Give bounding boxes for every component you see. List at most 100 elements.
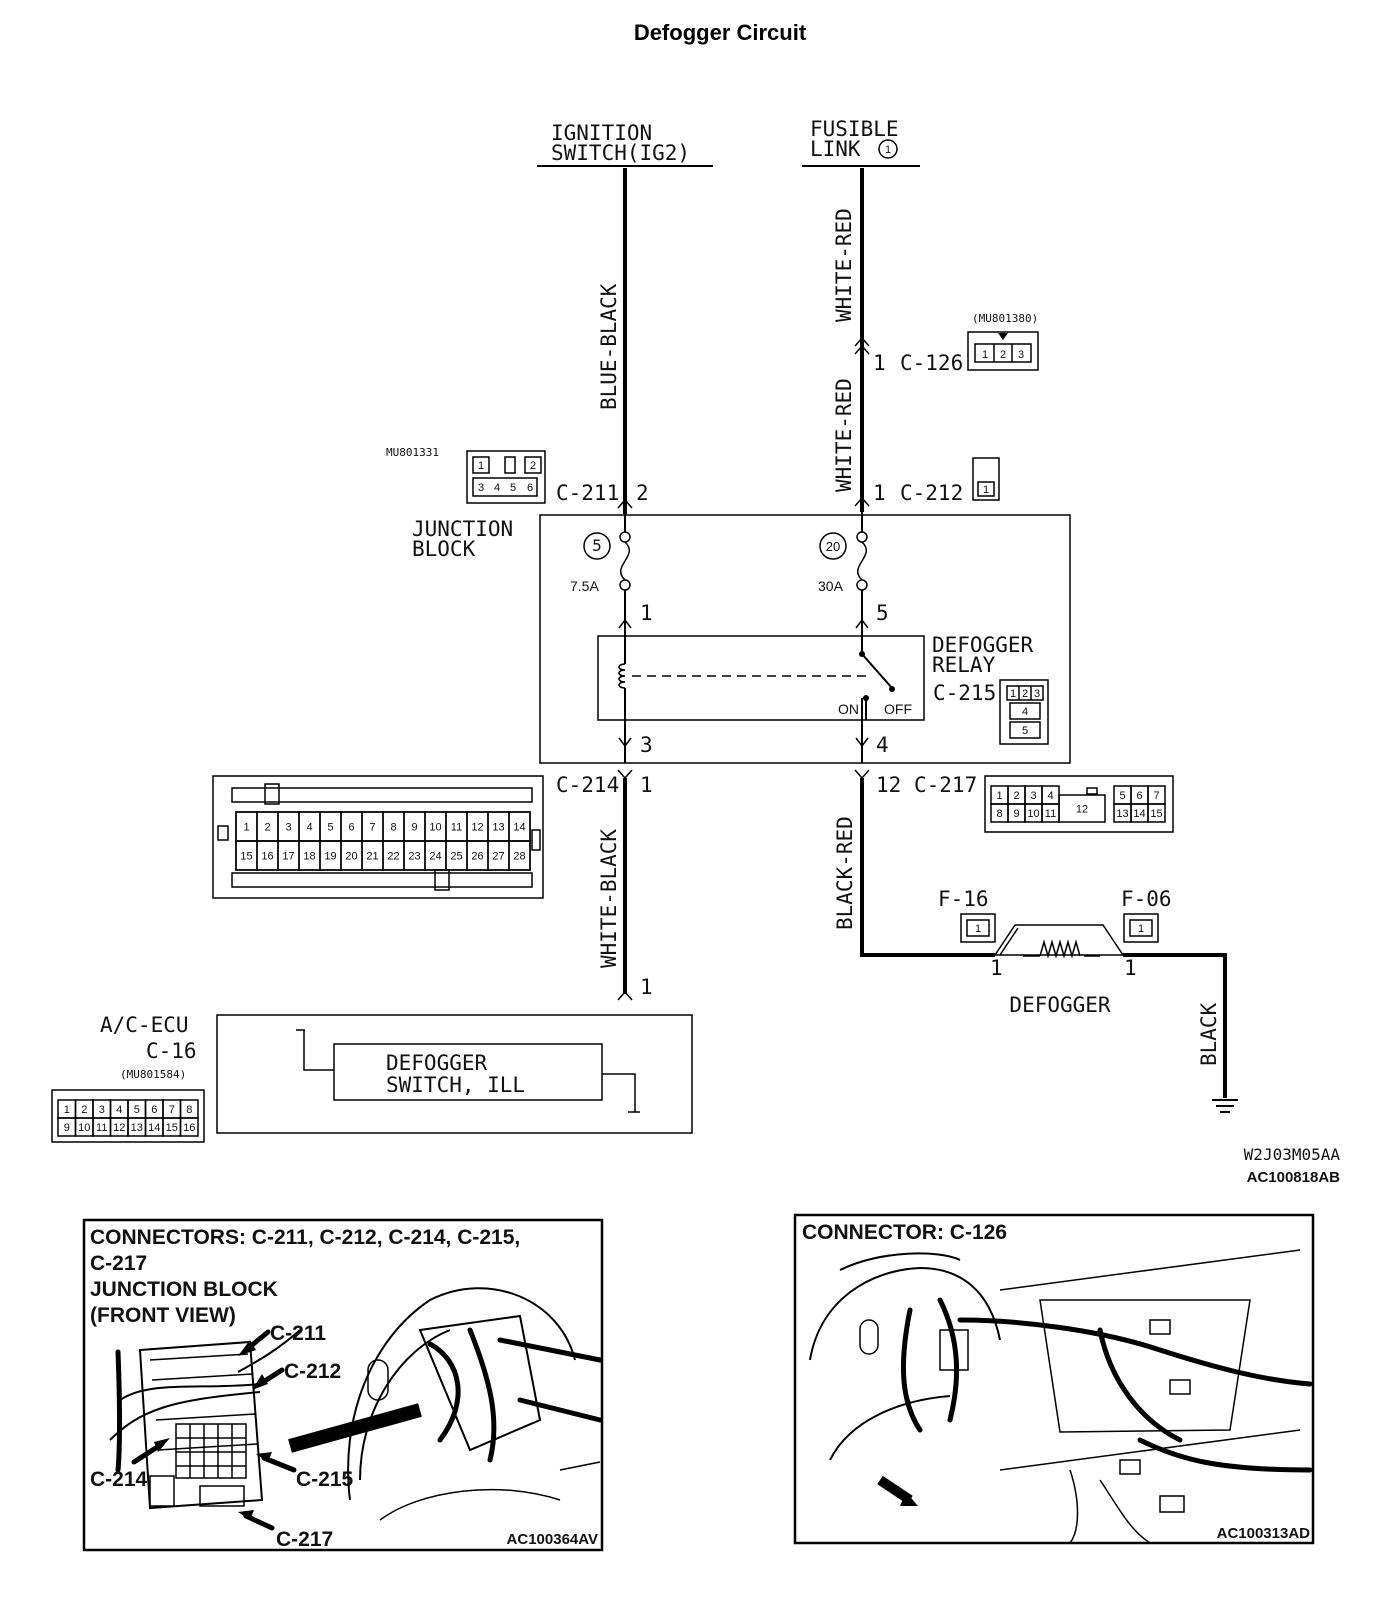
inset-left-callout-c212: C-212 (284, 1360, 341, 1383)
f16-connector-face: 1 (960, 913, 996, 943)
junction-block-box (539, 514, 1071, 764)
c217-pin-label: 4 (1047, 790, 1053, 802)
svg-text:5: 5 (1022, 725, 1028, 737)
inset-left-code: AC100364AV (507, 1531, 598, 1548)
c217-pin-label: 9 (1013, 808, 1019, 820)
c217-pin-label: 7 (1153, 790, 1159, 802)
c214-pin-label: 14 (513, 822, 525, 834)
relay-label-line1: DEFOGGER (932, 633, 1034, 657)
svg-text:3: 3 (1034, 688, 1040, 700)
c16-pin-label: 6 (151, 1104, 157, 1116)
c217-pin-label: 15 (1150, 808, 1162, 820)
white-black-wire-label: WHITE-BLACK (597, 829, 621, 968)
inset-junction-block-view: CONNECTORS: C-211, C-212, C-214, C-215, … (82, 1218, 604, 1552)
fuse-5-number-circle (583, 532, 611, 560)
ignition-label-line2: SWITCH(IG2) (551, 141, 690, 165)
c214-pin-label: 15 (240, 851, 252, 863)
c214-pin-label: 22 (387, 851, 399, 863)
c214-pin-label: 16 (261, 851, 273, 863)
fusible-link-number: 1 (885, 144, 891, 156)
c16-pin-label: 3 (99, 1104, 105, 1116)
jb-pin-3: 3 (640, 733, 653, 757)
c211-pin: 2 (636, 481, 649, 505)
page-title: Defogger Circuit (634, 20, 807, 45)
c217-cell (1058, 794, 1106, 823)
ecu-pin: 1 (640, 975, 653, 999)
c214-pin-label: 11 (451, 822, 462, 834)
svg-text:3: 3 (1018, 349, 1024, 361)
c217-cell (1147, 803, 1166, 823)
svg-text:4: 4 (1022, 706, 1028, 718)
c214-pin-label: 27 (492, 851, 504, 863)
inset-left-title-line3: JUNCTION BLOCK (90, 1278, 278, 1301)
defogger-relay-box (597, 635, 925, 721)
fusible-link-source: FUSIBLE LINK 1 (802, 117, 920, 167)
black-wire (1123, 953, 1227, 1098)
c16-pin-label: 8 (186, 1104, 192, 1116)
c214-connector-mark (617, 769, 633, 780)
c217-pin-label: 3 (1030, 790, 1036, 802)
defogger-element (993, 924, 1125, 959)
relay-coil (618, 636, 626, 720)
c217-pin-label: 12 (1076, 804, 1088, 816)
c16-pin-label: 14 (148, 1122, 160, 1134)
figure-code-1: W2J03M05AA (1244, 1145, 1341, 1164)
c217-pin: 12 (876, 773, 901, 797)
relay-on-label: ON (838, 701, 859, 717)
c217-pin-label: 10 (1027, 808, 1039, 820)
c16-pin-label: 11 (96, 1122, 107, 1134)
c217-pin-label: 1 (996, 790, 1002, 802)
c217-pin-label: 5 (1119, 790, 1125, 802)
c211-connector-face: 1 2 3 4 5 6 (466, 450, 546, 504)
figure-code-2: AC100818AB (1247, 1169, 1341, 1186)
black-red-wire (860, 778, 995, 957)
c214-pin-label: 20 (345, 851, 357, 863)
c126-part-number: (MU801380) (972, 312, 1038, 325)
jb-pin-1: 1 (640, 601, 653, 625)
c16-pin-label: 9 (64, 1122, 70, 1134)
c16-pin-label: 2 (81, 1104, 87, 1116)
c214-pin-label: 13 (492, 822, 504, 834)
c16-pin-label: 1 (64, 1104, 70, 1116)
defogger-switch-label-line2: SWITCH, ILL (386, 1073, 525, 1097)
c214-pin: 1 (640, 773, 653, 797)
c214-pin-label: 28 (513, 851, 525, 863)
c16-pin-label: 7 (169, 1104, 175, 1116)
c215-connector-face: 1 2 3 4 5 (999, 679, 1049, 745)
fuse-5-rating: 7.5A (570, 578, 599, 594)
svg-text:1: 1 (975, 923, 981, 935)
svg-text:1: 1 (982, 349, 988, 361)
c214-pin-label: 5 (327, 822, 333, 834)
relay-off-label: OFF (884, 701, 912, 717)
ignition-switch-source: IGNITION SWITCH(IG2) (537, 121, 713, 167)
c214-pin-label: 17 (282, 851, 294, 863)
black-wire-label: BLACK (1197, 1002, 1221, 1066)
c16-cell (179, 1117, 199, 1137)
c217-pin-label: 14 (1133, 808, 1145, 820)
fuse-20-rating: 30A (818, 578, 844, 594)
inset-left-callout-c215: C-215 (296, 1468, 354, 1491)
c214-cell (508, 840, 531, 871)
svg-text:5: 5 (510, 482, 516, 494)
f16-pin: 1 (990, 956, 1003, 980)
c16-pin-label: 4 (116, 1104, 122, 1116)
white-red-upper-label: WHITE-RED (832, 208, 856, 322)
fuse-20: 20 30A (818, 512, 868, 594)
c16-pin-label: 12 (113, 1122, 125, 1134)
fusible-label-line1: FUSIBLE (810, 117, 899, 141)
c217-pin-label: 2 (1013, 790, 1019, 802)
c214-pin-label: 8 (390, 822, 396, 834)
svg-text:2: 2 (530, 460, 536, 472)
c211-label: C-211 (556, 481, 619, 505)
ignition-label-line1: IGNITION (551, 121, 652, 145)
blue-black-wire-label: BLUE-BLACK (597, 283, 621, 410)
white-red-lower-label: WHITE-RED (832, 378, 856, 492)
junction-block-label-line1: JUNCTION (412, 517, 513, 541)
c214-pin-label: 12 (471, 822, 483, 834)
c217-pin-label: 6 (1136, 790, 1142, 802)
c211-part-number: MU801331 (386, 446, 439, 459)
ground-symbol (1212, 1099, 1238, 1113)
